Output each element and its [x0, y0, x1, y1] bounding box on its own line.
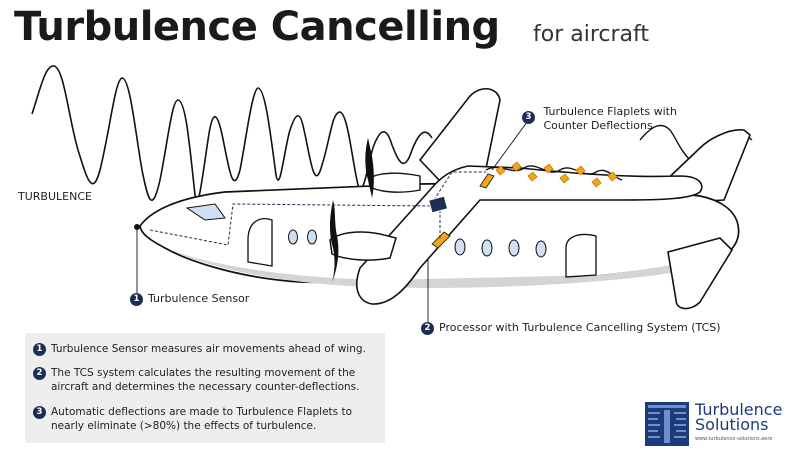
company-logo: Turbulence Solutions www.turbulence-solu… — [645, 402, 795, 447]
flaplet — [591, 177, 602, 188]
engine-nacelle-upper — [369, 172, 421, 193]
callout-number-badge: 1 — [130, 292, 143, 306]
upper-flaplet — [479, 173, 495, 189]
cabin-window — [508, 239, 520, 257]
cabin-window — [535, 240, 547, 258]
page-title: Turbulence Cancelling — [14, 4, 500, 50]
legend-number-badge: 2 — [33, 367, 46, 380]
callout-text-line2: Counter Deflections — [543, 119, 653, 132]
propeller — [329, 200, 339, 282]
flaplet-leader-line — [491, 117, 531, 171]
cabin-windows — [288, 229, 547, 258]
legend-item-2: 2 The TCS system calculates the resultin… — [33, 366, 386, 394]
cabin-window — [307, 229, 317, 245]
flaplet — [527, 171, 538, 182]
flaplet — [543, 163, 554, 174]
cabin-window — [481, 239, 493, 257]
callout-number-badge: 3 — [522, 111, 535, 124]
rear-door — [565, 233, 597, 278]
sensor-dot — [134, 224, 140, 230]
flaplet — [575, 165, 586, 176]
engine-nacelle — [329, 231, 397, 261]
cabin-window — [454, 238, 466, 256]
callout-number-badge: 2 — [421, 321, 434, 335]
legend-item-3: 3 Automatic deflections are made to Turb… — [33, 405, 386, 433]
fuselage-belly-shadow — [170, 246, 730, 288]
signal-path — [149, 171, 486, 246]
callout-turbulence-sensor: 1 Turbulence Sensor — [130, 292, 249, 306]
cabin-window — [288, 229, 298, 245]
legend-item-1: 1 Turbulence Sensor measures air movemen… — [33, 342, 386, 356]
flaplets — [495, 161, 618, 188]
cockpit-window — [185, 203, 226, 221]
callout-text-line1: Turbulence Flaplets with — [543, 105, 677, 118]
legend-text: Turbulence Sensor measures air movements… — [51, 343, 366, 355]
processor-chip — [428, 195, 449, 214]
callout-flaplets: 3 Turbulence Flaplets with Counter Defle… — [522, 105, 677, 133]
flaplet-deflection-line — [485, 165, 623, 181]
logo-url: www.turbulence-solutions.aero — [695, 436, 773, 442]
page-subtitle: for aircraft — [533, 22, 650, 47]
callout-text: Processor with Turbulence Cancelling Sys… — [439, 321, 721, 334]
callout-text: Turbulence Sensor — [148, 292, 250, 305]
legend-text: Automatic deflections are made to Turbul… — [51, 406, 353, 432]
turbulence-wave — [31, 65, 433, 202]
logo-line2: Solutions — [695, 415, 769, 434]
callout-processor: 2 Processor with Turbulence Cancelling Sy… — [421, 321, 721, 335]
legend-box: 1 Turbulence Sensor measures air movemen… — [25, 333, 385, 443]
logo-wordmark: Turbulence Solutions — [695, 400, 783, 434]
turbulence-label: TURBULENCE — [18, 190, 92, 203]
logo-line1: Turbulence — [695, 400, 783, 419]
flaplet — [511, 161, 522, 172]
front-door — [247, 217, 273, 267]
legend-number-badge: 1 — [33, 343, 46, 356]
flaplet — [559, 173, 570, 184]
logo-mark-icon — [645, 402, 689, 446]
flaplet — [495, 165, 506, 176]
flaplet — [607, 171, 618, 182]
legend-number-badge: 3 — [33, 406, 46, 419]
legend-text: The TCS system calculates the resulting … — [51, 367, 360, 393]
horizontal-stabilizer — [667, 237, 734, 310]
propeller-upper — [365, 138, 374, 198]
